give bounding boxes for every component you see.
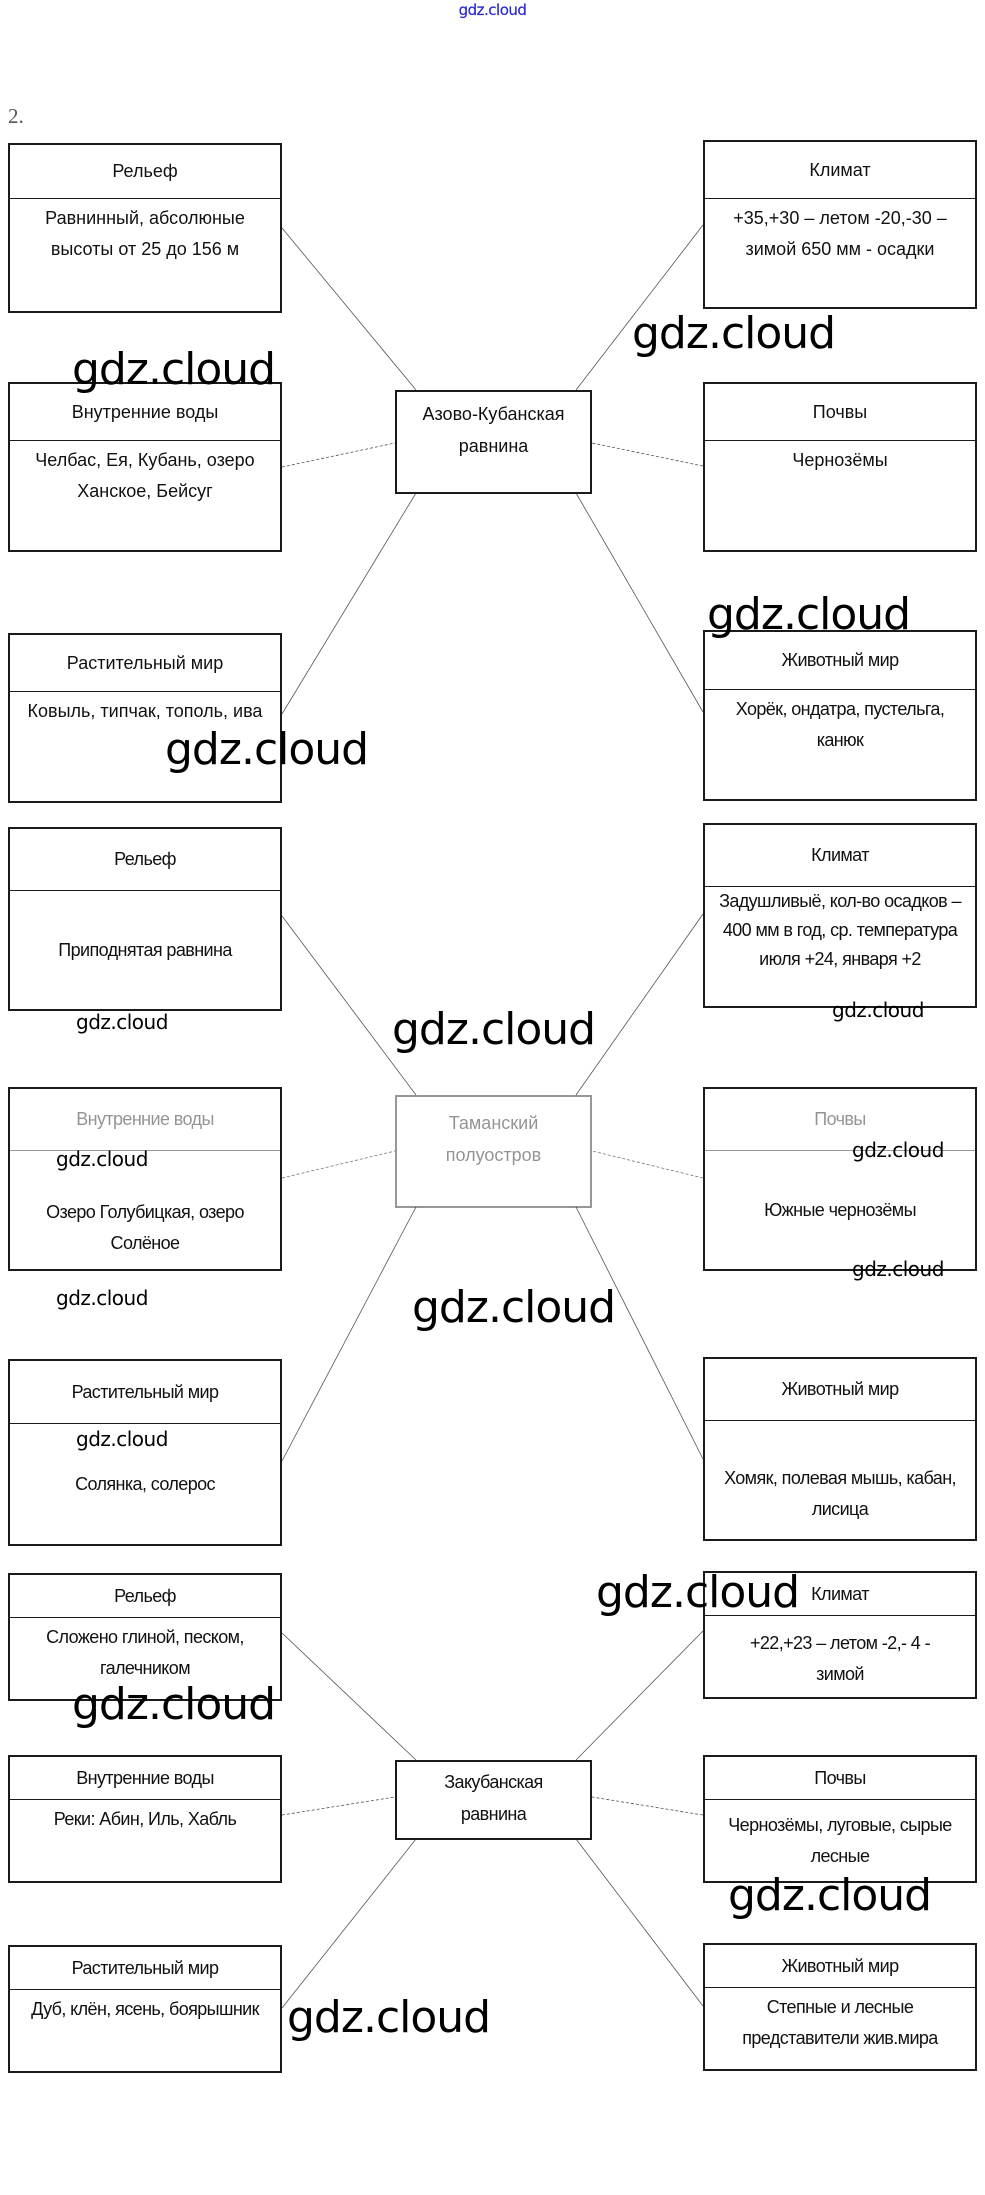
center-label: Закубанская равнина: [444, 1772, 543, 1824]
box-flora: Растительный мир Ковыль, типчак, тополь,…: [8, 633, 282, 803]
box-content: Равнинный, абсолюные высоты от 25 до 156…: [45, 208, 245, 259]
center-label: Таманский полуостров: [445, 1113, 542, 1165]
box-relief: Рельеф Сложено глиной, песком, галечнико…: [8, 1573, 282, 1701]
box-soils: Почвы Чернозёмы: [703, 382, 977, 552]
connector-flora-2: [281, 1206, 417, 1462]
connector-relief-1: [281, 227, 417, 391]
center-label: Азово-Кубанская равнина: [422, 404, 565, 456]
box-title: Растительный мир: [10, 1361, 280, 1424]
box-inner-waters: Внутренние воды Реки: Абин, Иль, Хабль: [8, 1755, 282, 1883]
connector-soils-1: [591, 442, 704, 467]
box-flora: Растительный мир Дуб, клён, ясень, бояры…: [8, 1945, 282, 2073]
connector-waters-2: [281, 1150, 396, 1179]
box-soils: Почвы Южные чернозёмы: [703, 1087, 977, 1271]
watermark: gdz.cloud: [287, 1992, 491, 2043]
connector-flora-3: [281, 1838, 417, 2009]
box-climate: Климат +35,+30 – летом -20,-30 – зимой 6…: [703, 140, 977, 309]
box-title: Климат: [705, 1573, 975, 1616]
box-climate: Климат +22,+23 – летом -2,- 4 - зимой: [703, 1571, 977, 1699]
box-content: Задушливыё, кол-во осадков – 400 мм в го…: [719, 891, 961, 969]
watermark: gdz.cloud: [72, 344, 276, 395]
box-relief: Рельеф Приподнятая равнина: [8, 827, 282, 1011]
center-box-zakuban: Закубанская равнина: [395, 1760, 592, 1840]
box-content: +22,+23 – летом -2,- 4 - зимой: [749, 1633, 931, 1684]
task-number: 2.: [8, 104, 24, 128]
box-title: Растительный мир: [10, 1947, 280, 1990]
connector-waters-1: [281, 442, 396, 468]
box-title: Климат: [705, 142, 975, 199]
box-title: Животный мир: [705, 1359, 975, 1421]
center-box-azov-kuban: Азово-Кубанская равнина: [395, 390, 592, 494]
box-inner-waters: Внутренние воды Челбас, Ея, Кубань, озер…: [8, 382, 282, 552]
box-content: Приподнятая равнина: [58, 939, 232, 960]
connector-climate-2: [575, 913, 704, 1096]
box-content: Южные чернозёмы: [764, 1199, 916, 1220]
box-content: Дуб, клён, ясень, боярышник: [31, 1999, 259, 2019]
box-content: +35,+30 – летом -20,-30 – зимой 650 мм -…: [733, 208, 947, 259]
box-fauna: Животный мир Хорёк, ондатра, пустельга, …: [703, 630, 977, 801]
box-flora: Растительный мир Солянка, солерос: [8, 1359, 282, 1546]
connector-soils-3: [591, 1796, 704, 1816]
watermark: gdz.cloud: [852, 1138, 944, 1162]
watermark: gdz.cloud: [412, 1282, 616, 1333]
box-content: Сложено глиной, песком, галечником: [46, 1627, 244, 1678]
box-content: Челбас, Ея, Кубань, озеро Ханское, Бейсу…: [35, 450, 255, 501]
box-content: Реки: Абин, Иль, Хабль: [53, 1809, 237, 1829]
box-relief: Рельеф Равнинный, абсолюные высоты от 25…: [8, 143, 282, 313]
box-content: Чернозёмы, луговые, сырые лесные: [728, 1815, 952, 1866]
connector-fauna-2: [575, 1206, 704, 1460]
connector-climate-3: [575, 1630, 704, 1761]
box-content: Солянка, солерос: [75, 1473, 215, 1494]
box-title: Внутренние воды: [10, 1757, 280, 1800]
box-content: Хорёк, ондатра, пустельга, канюк: [735, 699, 945, 750]
watermark: gdz.cloud: [56, 1286, 148, 1310]
watermark: gdz.cloud: [707, 589, 911, 640]
box-fauna: Животный мир Хомяк, полевая мышь, кабан,…: [703, 1357, 977, 1541]
box-soils: Почвы Чернозёмы, луговые, сырые лесные: [703, 1755, 977, 1883]
box-title: Рельеф: [10, 1575, 280, 1618]
watermark: gdz.cloud: [832, 998, 924, 1022]
connector-fauna-1: [575, 492, 704, 713]
box-title: Внутренние воды: [10, 1089, 280, 1151]
box-content: Ковыль, типчак, тополь, ива: [27, 701, 263, 721]
connector-fauna-3: [575, 1838, 704, 2007]
box-content: Озеро Голубицкая, озеро Солёное: [46, 1202, 244, 1253]
connector-flora-1: [281, 492, 417, 715]
box-title: Внутренние воды: [10, 384, 280, 441]
watermark: gdz.cloud: [728, 1870, 932, 1921]
box-title: Почвы: [705, 1089, 975, 1151]
box-inner-waters: Внутренние воды Озеро Голубицкая, озеро …: [8, 1087, 282, 1271]
box-title: Растительный мир: [10, 635, 280, 692]
box-title: Животный мир: [705, 1945, 975, 1988]
box-title: Рельеф: [10, 145, 280, 199]
box-title: Почвы: [705, 384, 975, 441]
box-title: Климат: [705, 825, 975, 887]
watermark-top: gdz.cloud: [458, 1, 527, 19]
box-content: Степные и лесные представители жив.мира: [742, 1997, 938, 2048]
connector-waters-3: [281, 1796, 396, 1816]
watermark: gdz.cloud: [72, 1679, 276, 1730]
box-content: Хомяк, полевая мышь, кабан, лисица: [724, 1468, 956, 1519]
watermark: gdz.cloud: [76, 1010, 168, 1034]
connector-soils-2: [591, 1150, 704, 1179]
watermark: gdz.cloud: [596, 1567, 800, 1618]
box-title: Животный мир: [705, 632, 975, 690]
watermark: gdz.cloud: [392, 1004, 596, 1055]
watermark: gdz.cloud: [632, 308, 836, 359]
center-box-taman: Таманский полуостров: [395, 1095, 592, 1208]
box-climate: Климат Задушливыё, кол-во осадков – 400 …: [703, 823, 977, 1008]
box-title: Почвы: [705, 1757, 975, 1800]
watermark: gdz.cloud: [165, 724, 369, 775]
watermark: gdz.cloud: [76, 1427, 168, 1451]
watermark: gdz.cloud: [852, 1257, 944, 1281]
watermark: gdz.cloud: [56, 1147, 148, 1171]
box-title: Рельеф: [10, 829, 280, 891]
connector-relief-3: [281, 1632, 417, 1761]
box-content: Чернозёмы: [792, 450, 888, 470]
box-fauna: Животный мир Степные и лесные представит…: [703, 1943, 977, 2071]
